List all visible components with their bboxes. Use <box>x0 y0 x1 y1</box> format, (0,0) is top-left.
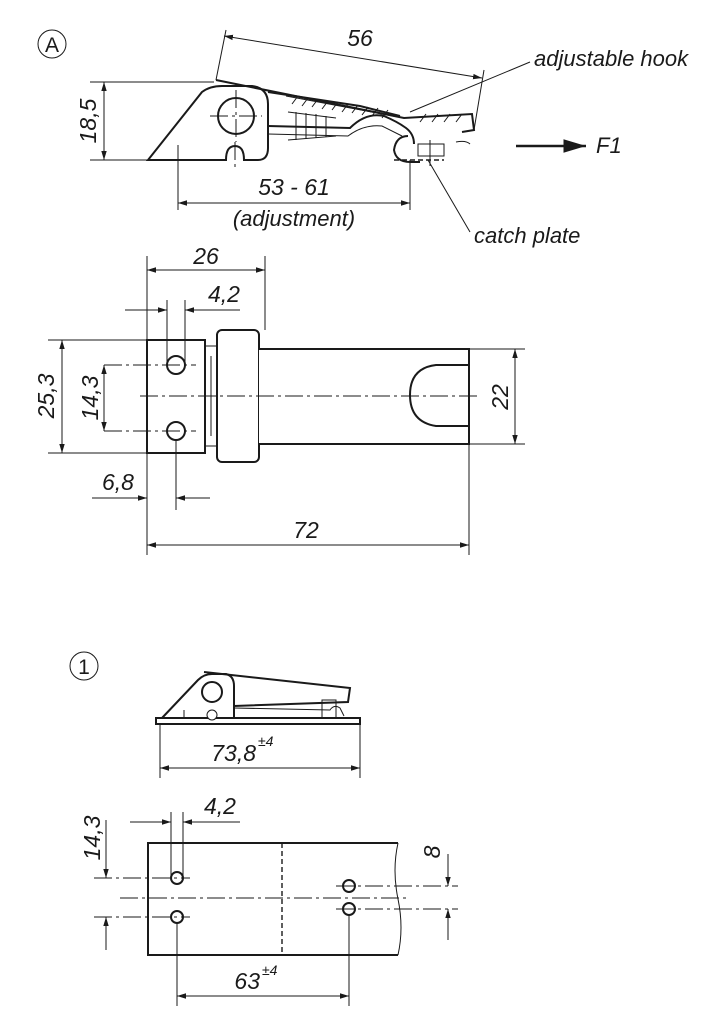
lever-arm <box>215 79 476 133</box>
dim-offset-6-8: 6,8 <box>102 469 134 495</box>
dim-overall-73-8: 73,8 <box>211 740 256 766</box>
view-a-marker-circle <box>37 29 67 59</box>
view-a: A <box>37 25 689 248</box>
dim-slot-8: 8 <box>419 845 445 858</box>
label-force-f1: F1 <box>596 133 622 158</box>
catch-plate <box>392 135 420 163</box>
dim-pitch-63: 63 <box>234 968 260 994</box>
label-adjustable-hook: adjustable hook <box>534 46 689 71</box>
dim-spacing-14-3: 14,3 <box>77 375 103 420</box>
dim-spacing-14-3-plate: 14,3 <box>79 815 105 860</box>
dim-height-18-5: 18,5 <box>75 98 101 143</box>
latch-side <box>159 673 235 719</box>
dim-overall-tol: ±4 <box>258 733 274 749</box>
view-a-marker: A <box>45 34 59 57</box>
view-1-marker: 1 <box>78 656 90 679</box>
dim-length-56: 56 <box>347 25 373 51</box>
adjustable-hook <box>267 114 415 145</box>
lever-tab <box>408 364 469 427</box>
lever-hatch <box>291 95 463 123</box>
view-1-marker-circle <box>69 651 99 681</box>
dim-strip-22: 22 <box>487 384 513 411</box>
dim-length-72: 72 <box>293 517 319 543</box>
dim-pitch-tol: ±4 <box>262 962 278 978</box>
dim-adjust-53-61: 53 - 61 <box>258 174 330 200</box>
label-catch-plate: catch plate <box>474 223 580 248</box>
plan-view: 26 4,2 25,3 14,3 22 6,8 72 <box>33 243 525 555</box>
catch-plate-plan <box>147 842 398 956</box>
dim-adjust-note: (adjustment) <box>233 206 355 231</box>
view-1: 1 73,8 ±4 14,3 <box>69 651 458 1006</box>
dim-hole-4-2: 4,2 <box>208 281 240 307</box>
dim-width-26: 26 <box>192 243 219 269</box>
dim-height-25-3: 25,3 <box>33 373 59 419</box>
lever-side <box>203 671 352 707</box>
dim-hole-4-2-plate: 4,2 <box>204 793 236 819</box>
